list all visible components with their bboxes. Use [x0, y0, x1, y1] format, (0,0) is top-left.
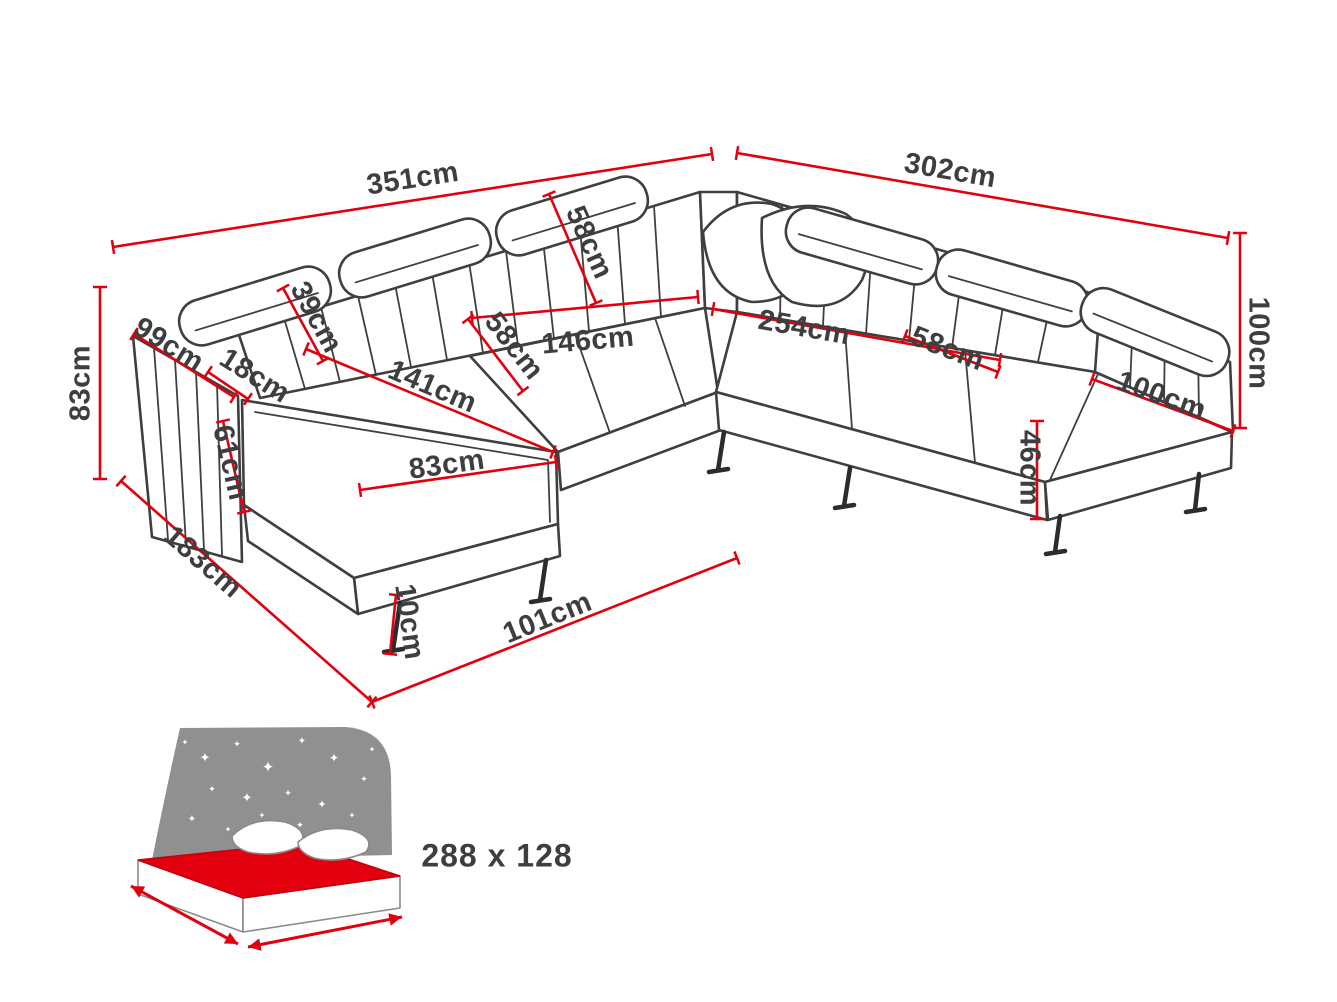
star-icon: ✦ [349, 811, 356, 820]
bed-length-arrow [247, 913, 403, 951]
headrest [934, 248, 1090, 328]
star-icon: ✦ [317, 798, 326, 811]
star-icon: ✦ [188, 814, 196, 825]
star-icon: ✦ [208, 785, 216, 795]
dimension-line-chaise-length-left [302, 342, 557, 459]
dimension-line-corner-backrest [542, 190, 603, 307]
headrest [1079, 286, 1231, 378]
star-icon: ✦ [233, 740, 241, 750]
star-field: ✦ ✦ ✦ ✦ ✦ ✦ ✦ ✦ ✦ ✦ ✦ ✦ ✦ ✦ ✦ ✦ ✦ ✦ [182, 736, 376, 841]
star-icon: ✦ [298, 736, 306, 747]
dimension-line-front-width-left [368, 551, 741, 709]
bed-pillow [297, 827, 370, 861]
star-icon: ✦ [262, 758, 275, 776]
dim-label-height-right: 100cm [1242, 297, 1274, 390]
right-end-front [1043, 430, 1234, 522]
bed-headboard [152, 727, 392, 860]
star-icon: ✦ [284, 789, 292, 799]
star-icon: ✦ [296, 821, 304, 831]
armrest-stripes [153, 347, 223, 556]
sleeping-area-label: 288 x 128 [421, 837, 572, 873]
star-icon: ✦ [200, 751, 211, 766]
dimension-line-middle-seat-width [470, 289, 700, 326]
dimension-line-seat-depth-right [901, 329, 1002, 379]
dimension-line-armrest-width [203, 365, 253, 406]
dimension-line-back-width-right [734, 145, 1231, 246]
bed-width-arrow [130, 884, 239, 946]
dimension-line-leg-height [382, 593, 404, 656]
dimension-line-chaise-seat-width [357, 454, 559, 498]
dimension-line-chaise-height-left [215, 418, 252, 515]
bed-icon: ✦ ✦ ✦ ✦ ✦ ✦ ✦ ✦ ✦ ✦ ✦ ✦ ✦ ✦ ✦ ✦ ✦ ✦ [130, 727, 403, 951]
dimension-line-chaise-width-right [1088, 371, 1237, 439]
dim-label-seat-height-right: 46cm [1013, 430, 1045, 506]
middle-seat-seams [574, 317, 686, 434]
dimension-line-depth-left [115, 474, 378, 709]
dimension-line-back-width-left [110, 146, 715, 255]
star-icon: ✦ [360, 775, 368, 785]
dim-label-height-left: 83cm [65, 345, 97, 421]
star-icon: ✦ [329, 751, 339, 765]
star-icon: ✦ [369, 745, 376, 754]
star-icon: ✦ [182, 738, 189, 747]
star-icon: ✦ [225, 825, 232, 834]
star-icon: ✦ [242, 791, 253, 806]
star-icon: ✦ [259, 811, 266, 820]
dimension-lines [93, 145, 1247, 709]
